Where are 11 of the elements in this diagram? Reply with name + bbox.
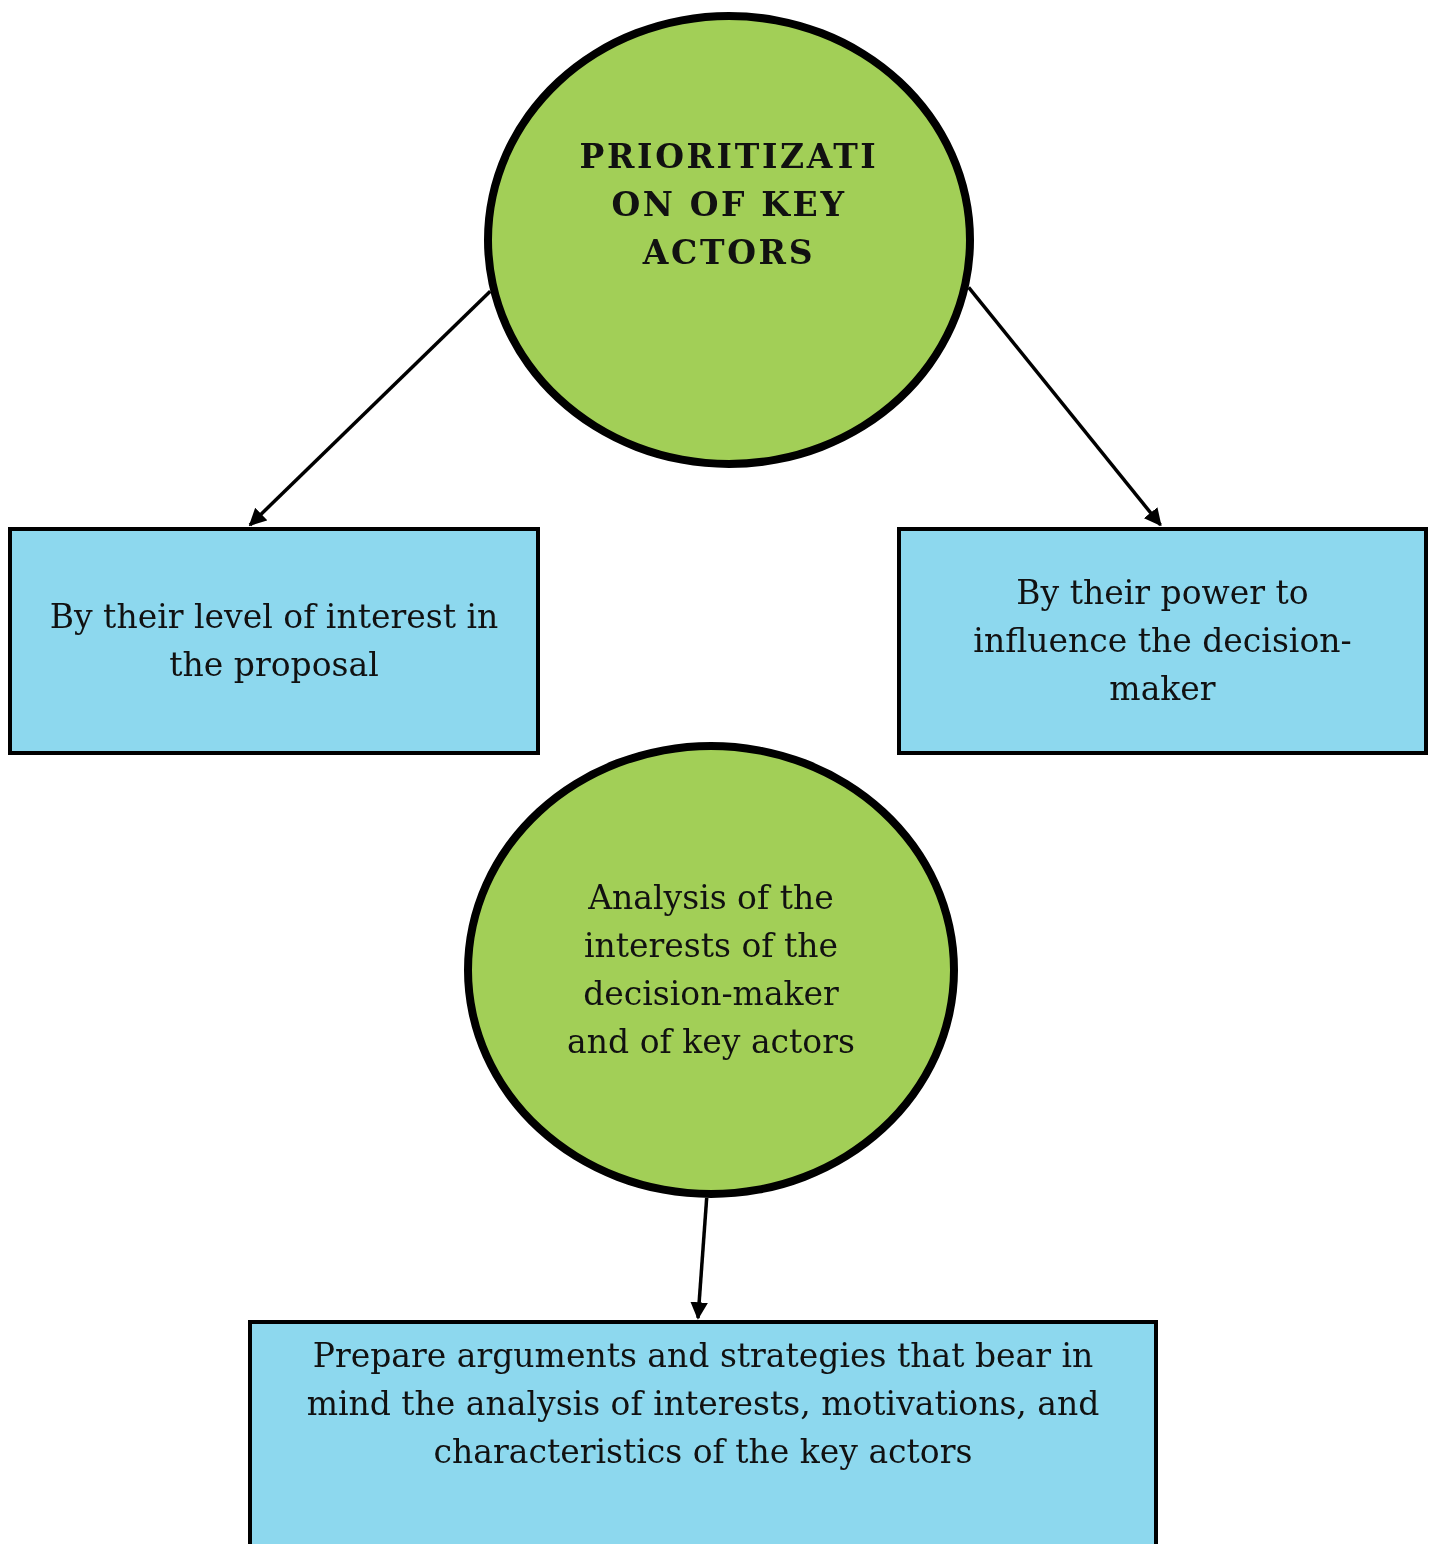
node-text: By their level of interest in the proposal <box>48 596 500 686</box>
process-box <box>8 527 540 755</box>
arrow <box>967 286 1162 527</box>
process-box <box>248 1320 1158 1544</box>
process-box <box>897 527 1428 755</box>
node-text: PRIORITIZATION OF KEY ACTORS <box>578 136 880 274</box>
arrow <box>248 290 492 527</box>
arrow <box>690 1197 709 1320</box>
node-text: Analysis of the interests of the decision-maker and of key actors <box>567 877 855 1063</box>
node-text: By their power to influence the decision-maker <box>972 572 1353 710</box>
node-text: Prepare arguments and strategies that bear in mind the analysis of interests, motivations, and characteristics of the key actors <box>305 1335 1101 1473</box>
